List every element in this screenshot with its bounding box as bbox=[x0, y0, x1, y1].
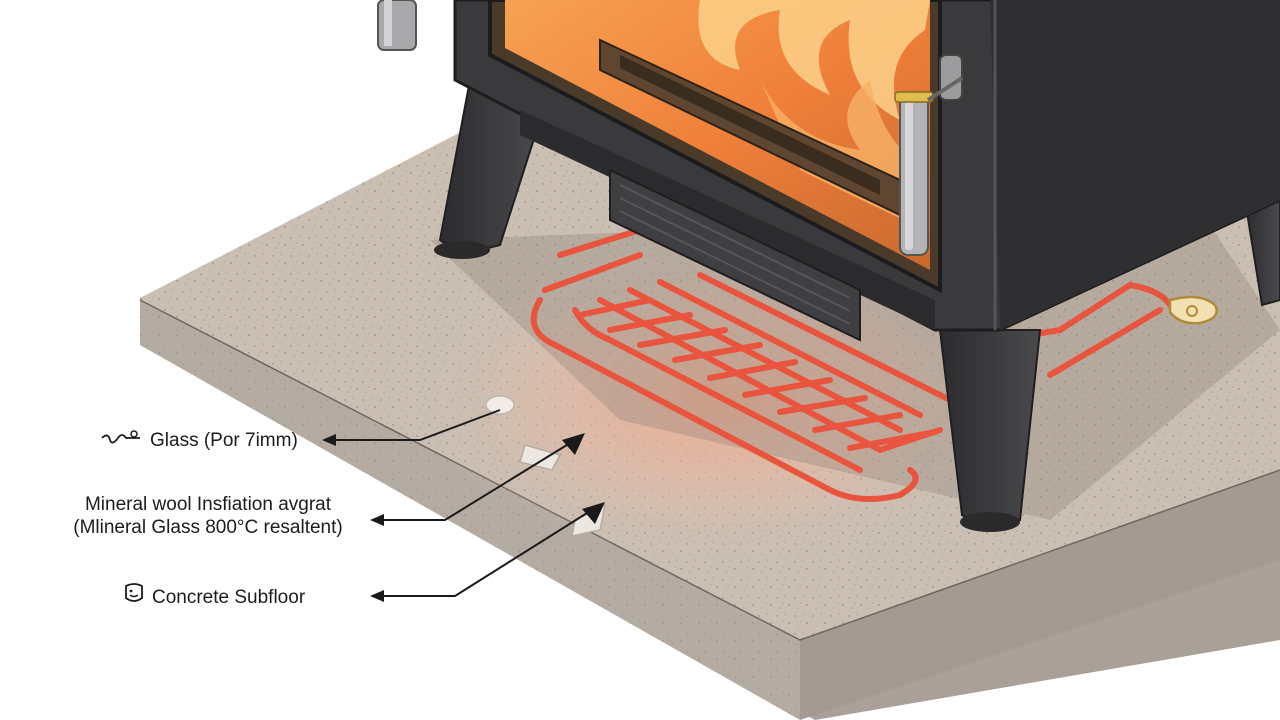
mineral-wool-arrow bbox=[370, 514, 384, 526]
pipe-fitting bbox=[1168, 295, 1218, 325]
glass-arrow bbox=[322, 434, 336, 446]
door-handle bbox=[894, 54, 964, 256]
concrete-arrow bbox=[370, 590, 384, 602]
glass-leader bbox=[325, 409, 501, 441]
concrete-label-text: Concrete Subfloor bbox=[152, 587, 306, 608]
glass-label-text: Glass (Por 7imm) bbox=[150, 430, 298, 451]
concrete-leader bbox=[378, 507, 596, 597]
concrete-arrowhead bbox=[582, 502, 605, 524]
mineral-wool-leader bbox=[378, 439, 576, 521]
mineral-wool-label-line2: (Mlineral Glass 800°C resaltent) bbox=[73, 516, 343, 538]
glass-label: Glass (Por 7imm) bbox=[100, 428, 298, 455]
mineral-wool-label: Mineral wool Insfiation avgrat (Mlineral… bbox=[58, 494, 358, 540]
scribble-icon bbox=[100, 428, 144, 455]
leader-lines bbox=[325, 409, 596, 597]
stove-legs bbox=[434, 78, 1280, 532]
mineral-wool-arrowhead bbox=[562, 433, 585, 455]
firebox-window bbox=[488, 0, 942, 294]
arrowheads bbox=[322, 433, 605, 602]
mineral-wool-label-line1: Mineral wool Insfiation avgrat bbox=[84, 494, 332, 515]
face-icon bbox=[122, 581, 146, 612]
flue-pipe bbox=[377, 0, 417, 51]
concrete-label: Concrete Subfloor bbox=[122, 581, 305, 612]
